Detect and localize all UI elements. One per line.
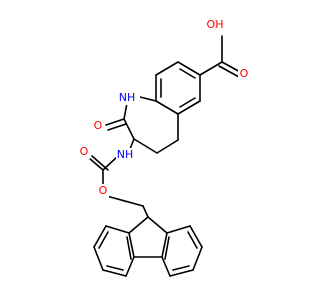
atom-o-carbamate-ester: O xyxy=(99,184,108,197)
atom-nh-ring: NH xyxy=(119,91,136,104)
fluorenyl-group xyxy=(93,216,203,277)
molecule-structure: OH O NH O xyxy=(78,18,250,277)
atom-o-carbamate-carbonyl: O xyxy=(80,145,89,158)
atom-oh-top: OH xyxy=(207,18,224,31)
molecule-canvas: OH O NH O xyxy=(78,18,250,277)
atom-o-acid: O xyxy=(240,67,249,80)
carbamate-group: NH O O xyxy=(78,138,149,218)
azepinone-ring: NH O xyxy=(92,91,179,154)
atom-o-ring-carbonyl: O xyxy=(94,119,103,132)
carboxylic-acid-group: OH O xyxy=(199,18,250,81)
benzene-ring xyxy=(155,61,201,115)
atom-nh-carbamate: NH xyxy=(117,148,134,161)
